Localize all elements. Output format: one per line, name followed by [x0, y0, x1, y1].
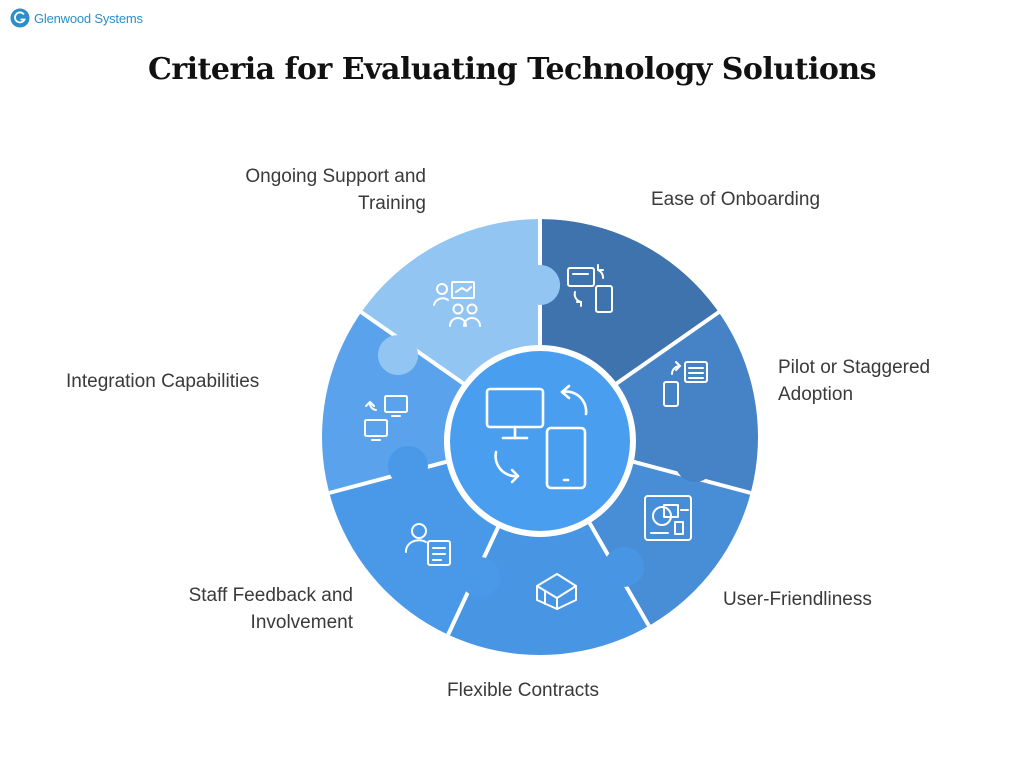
connected-monitors-icon: [364, 395, 408, 441]
computer-to-mobile-sync-icon: [485, 384, 588, 490]
brand-logo: Glenwood Systems: [10, 8, 143, 28]
label-line: Training: [358, 193, 426, 214]
open-box-icon: [536, 573, 577, 610]
label-staff-feedback: Staff Feedback and Involvement: [100, 582, 353, 636]
label-line: Pilot or Staggered: [778, 357, 931, 378]
label-ongoing-support: Ongoing Support and Training: [170, 163, 426, 217]
label-user-friendliness: User-Friendliness: [723, 589, 872, 610]
label-ease-of-onboarding: Ease of Onboarding: [651, 189, 821, 210]
glenwood-g-logo-icon: [10, 8, 30, 28]
phone-calculator-icon: [663, 361, 708, 407]
person-feedback-icon: [404, 523, 451, 566]
label-flexible-contracts: Flexible Contracts: [447, 680, 600, 701]
label-pilot-adoption: Pilot or Staggered Adoption: [778, 354, 930, 408]
segment-flexible-contracts: [448, 437, 649, 655]
user-interface-icon: [644, 495, 692, 541]
brand-name: Glenwood Systems: [34, 10, 143, 26]
card-to-phone-transfer-icon: [567, 264, 613, 313]
label-integration: Integration Capabilities: [66, 371, 260, 392]
center-hub: [450, 351, 630, 531]
label-line: Ongoing Support and: [245, 166, 426, 187]
label-line: Involvement: [250, 612, 353, 633]
training-presentation-icon: [433, 281, 481, 327]
label-line: Staff Feedback and: [188, 585, 353, 606]
label-line: Adoption: [778, 384, 854, 405]
page-title: Criteria for Evaluating Technology Solut…: [147, 52, 877, 87]
